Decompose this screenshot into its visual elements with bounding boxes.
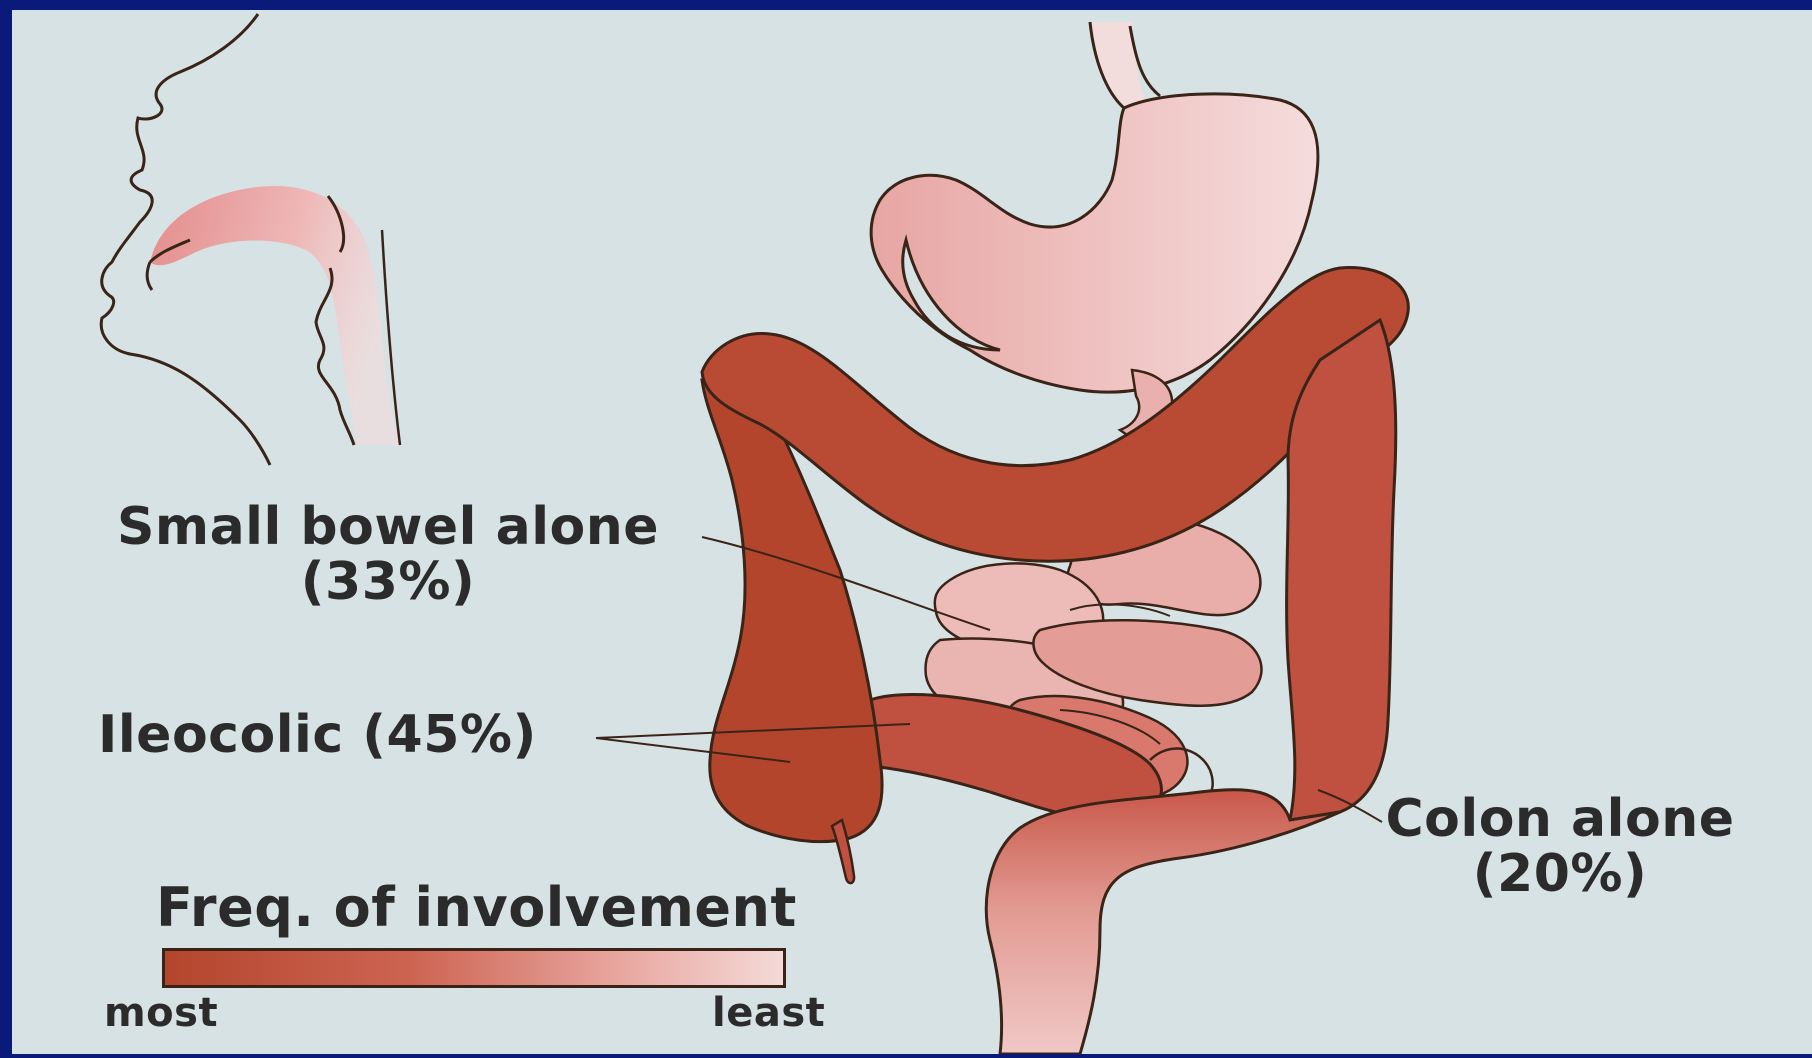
colon-label-line2: (20%) (1380, 847, 1740, 902)
small-bowel-label-line1: Small bowel alone (98, 500, 678, 555)
legend-least-label: least (712, 992, 825, 1034)
small-bowel-label-line2: (33%) (98, 555, 678, 610)
colon-label: Colon alone (20%) (1380, 792, 1740, 901)
colon-label-line1: Colon alone (1380, 792, 1740, 847)
small-bowel-label: Small bowel alone (33%) (98, 500, 678, 609)
descending-colon (1287, 320, 1396, 820)
legend-gradient-bar (162, 948, 786, 988)
legend-most-label: most (104, 992, 218, 1034)
ileocolic-label: Ileocolic (45%) (98, 708, 537, 763)
legend-title: Freq. of involvement (156, 880, 797, 937)
